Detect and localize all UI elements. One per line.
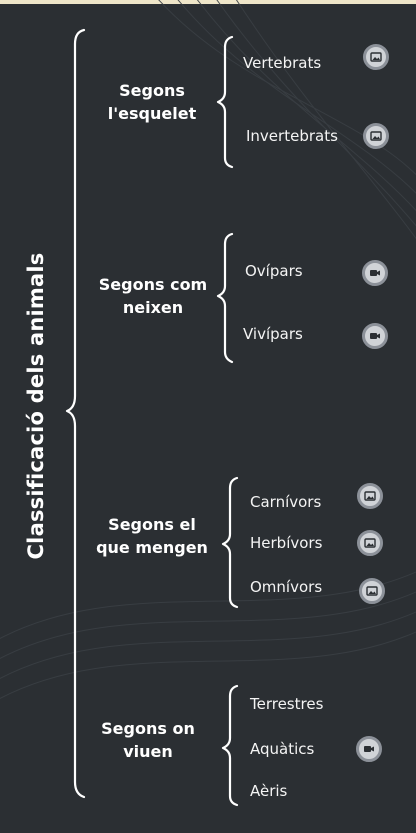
image-icon[interactable] [363, 44, 389, 70]
video-icon[interactable] [362, 323, 388, 349]
item-label: Carnívors [250, 493, 322, 511]
top-band [0, 0, 416, 4]
image-icon[interactable] [357, 530, 383, 556]
item-label: Herbívors [250, 534, 323, 552]
item-label: Aèris [250, 782, 288, 800]
category-label-line: que mengen [96, 538, 208, 557]
image-icon[interactable] [357, 483, 383, 509]
item-label: Invertebrats [246, 127, 338, 145]
category-label: Segons com neixen [99, 273, 207, 319]
category-label-line: Segons el [108, 515, 196, 534]
category-label: Segons el que mengen [96, 513, 208, 559]
item-label: Omnívors [250, 578, 323, 596]
image-icon[interactable] [363, 123, 389, 149]
item-label: Vertebrats [243, 54, 322, 72]
video-icon[interactable] [356, 736, 382, 762]
category-label-line: viuen [123, 742, 173, 761]
category-label-line: Segons com [98, 275, 208, 294]
category-label-line: l'esquelet [107, 104, 197, 123]
category-label: Segons on viuen [101, 717, 195, 763]
video-icon[interactable] [362, 260, 388, 286]
item-label: Ovípars [245, 262, 303, 280]
item-label: Aquàtics [250, 740, 315, 758]
item-label: Vivípars [243, 325, 303, 343]
item-label: Terrestres [250, 695, 324, 713]
category-label-line: Segons on [101, 719, 195, 738]
category-label: Segons l'esquelet [108, 79, 196, 125]
category-label-line: neixen [122, 298, 184, 317]
main-title: Classificació dels animals [24, 252, 48, 560]
image-icon[interactable] [359, 578, 385, 604]
category-label-line: Segons [119, 81, 185, 100]
